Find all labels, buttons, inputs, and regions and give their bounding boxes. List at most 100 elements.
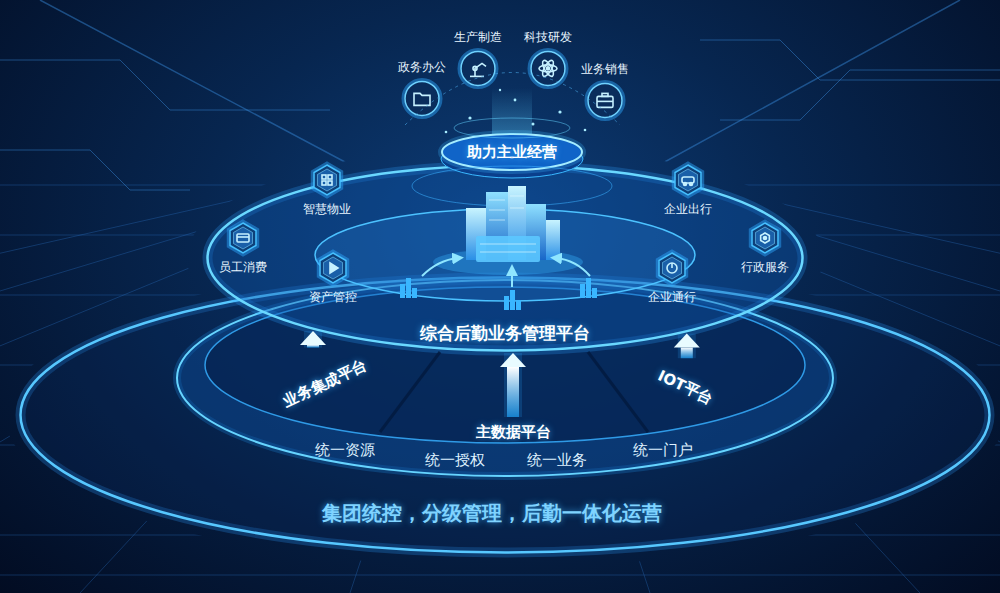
particle (499, 89, 501, 91)
service-icon: 员工消费 (216, 221, 270, 274)
hexagon-inner (317, 169, 336, 191)
node-label: 综合后勤业务管理平台 (420, 323, 590, 343)
outer-ring: 集团统控，分级管理，后勤一体化运营 统一资源统一授权 统一业务 统一门户 业务集成平台主… (18, 275, 992, 555)
circuit-line (700, 40, 1000, 80)
node-label: 统一业务 (527, 451, 587, 469)
node-label: 统一授权 (425, 451, 485, 469)
icon-glow (312, 163, 341, 197)
scenario-icon: 业务销售 (578, 62, 632, 119)
hexagon-icon (659, 253, 685, 283)
flow-arrow (511, 270, 513, 287)
particle (445, 131, 448, 134)
circuit-line (0, 150, 190, 190)
car-glyph (684, 183, 687, 186)
particle (532, 123, 535, 126)
node-label: IOT平台 (654, 366, 715, 407)
node-label: 助力主业经营 (467, 143, 557, 161)
bar (580, 284, 585, 298)
window-line (510, 208, 524, 209)
core-disc: 助力主业经营 (440, 132, 584, 172)
node-label: 生产制造 (454, 30, 502, 44)
scenario-icon: 政务办公 (395, 60, 449, 117)
grid-glyph (328, 181, 332, 185)
light-streak (40, 0, 360, 170)
node-label: 业务集成平台 (280, 356, 369, 410)
particle (468, 116, 471, 119)
bar (592, 288, 597, 298)
bar (586, 278, 591, 298)
folder-glyph (414, 93, 430, 105)
particles (445, 89, 587, 134)
platform-label: IOT平台 (648, 361, 722, 413)
ring-glyph (667, 263, 677, 273)
card-glyph (237, 236, 249, 238)
atom-glyph (547, 67, 550, 70)
car-glyph (690, 183, 693, 186)
ring-glyph (671, 263, 673, 268)
node-label: 行政服务 (741, 260, 789, 274)
hexagon-inner (323, 257, 342, 279)
light-beam (492, 88, 532, 134)
circle-icon (461, 51, 495, 85)
light-streak (650, 0, 960, 170)
icon-glow (228, 221, 257, 255)
scenario-icon: 生产制造 (451, 30, 505, 87)
service-icon: 企业通行 (645, 251, 699, 304)
atom-glyph (539, 65, 557, 72)
star-glyph (761, 233, 770, 243)
dashed-arc (405, 73, 620, 126)
grid-glyph (322, 181, 326, 185)
icon-glow (459, 49, 497, 87)
hexagon-icon (675, 165, 701, 195)
circuit-line (720, 70, 1000, 120)
hexagon-inner (755, 227, 774, 249)
node-label: 集团统控，分级管理，后勤一体化运营 (322, 501, 662, 525)
bar (400, 284, 405, 298)
icon-glow (673, 163, 702, 197)
window-line (510, 196, 524, 197)
base-platform-ring: 统一资源统一授权 统一业务 统一门户 业务集成平台主数据平台 IOT平台 (175, 278, 835, 478)
node-label: 统一门户 (633, 441, 693, 459)
window-line (489, 220, 505, 221)
platform-label: 主数据平台 (470, 420, 557, 444)
circuit-line (0, 60, 330, 110)
hexagon-inner (233, 227, 252, 249)
bar (516, 300, 521, 310)
ring-edge (208, 166, 803, 351)
star-glyph (764, 237, 767, 240)
atom-glyph (540, 58, 555, 77)
building-windows (480, 196, 536, 252)
circle-icon (531, 51, 565, 85)
building-base (476, 236, 540, 262)
light-streaks (0, 0, 1000, 190)
case-glyph (597, 100, 613, 102)
hexagon-icon (752, 223, 778, 253)
arrow-shaft (307, 345, 319, 348)
grid-line (0, 575, 1000, 576)
service-icon: 企业出行 (661, 163, 715, 216)
bar (504, 296, 509, 310)
ring-edge (442, 134, 582, 170)
node-label: 统一资源 (315, 441, 375, 459)
service-icon: 行政服务 (738, 221, 792, 274)
hexagon-inner (662, 257, 681, 279)
node-label: 主数据平台 (476, 423, 551, 441)
node-label: 资产管控 (309, 290, 357, 304)
window-line (480, 244, 536, 245)
hexagon-icon (230, 223, 256, 253)
circle-icon (588, 83, 622, 117)
robot-glyph (473, 66, 477, 70)
icon-glow (657, 251, 686, 285)
ring-glow (208, 166, 803, 351)
building-tower (546, 220, 560, 260)
inner-ring (315, 209, 695, 301)
arrow-shaft (681, 348, 693, 359)
window-line (480, 252, 536, 253)
hexagon-icon (320, 253, 346, 283)
node-label: 智慧物业 (303, 202, 351, 216)
robot-glyph (470, 75, 484, 77)
icon-glow (586, 81, 624, 119)
play-glyph (330, 263, 338, 273)
scenario-icon: 科技研发 (521, 30, 575, 87)
